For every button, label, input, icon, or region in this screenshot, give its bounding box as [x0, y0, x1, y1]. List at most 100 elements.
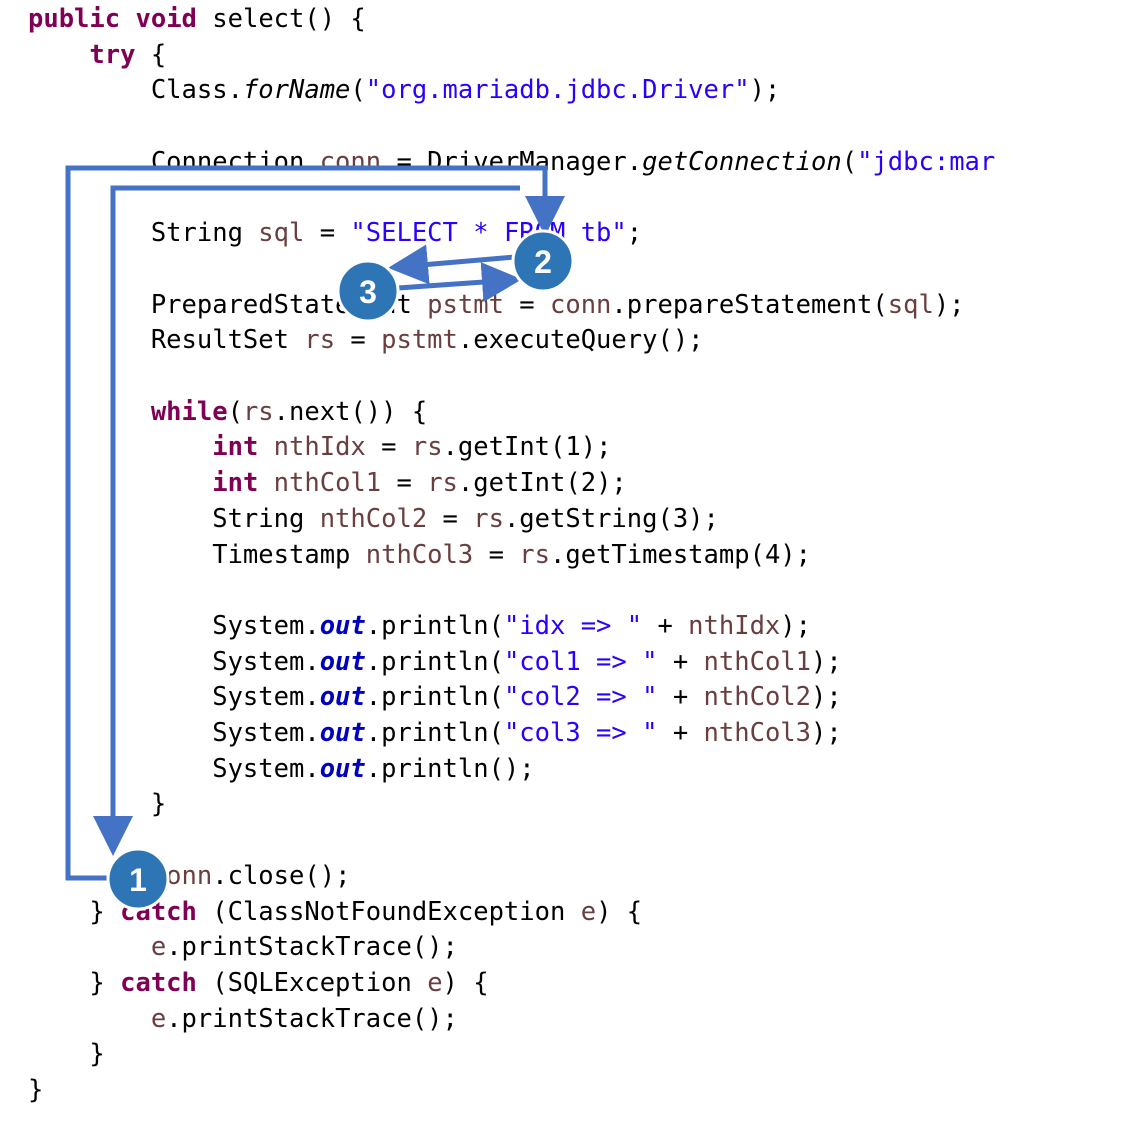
code-token: sql	[887, 289, 934, 320]
code-token: nthCol3	[703, 718, 811, 748]
code-token: out	[319, 610, 366, 641]
code-line: }	[28, 1073, 43, 1109]
code-token: sql	[258, 218, 305, 249]
code-token: "jdbc:mar	[857, 146, 996, 177]
code-token: .println(	[365, 646, 504, 677]
code-token: .println();	[365, 753, 535, 784]
inner-flow-arrow	[93, 185, 520, 856]
code-line: System.out.println();	[28, 752, 535, 788]
code-token: conn	[319, 146, 382, 177]
code-line: conn.close();	[28, 859, 351, 895]
badge-2-label: 2	[534, 244, 552, 280]
code-token: while	[150, 396, 228, 427]
code-token: );	[811, 646, 842, 677]
arrow-2-to-3	[388, 244, 516, 285]
code-token: "idx => "	[503, 610, 643, 641]
code-token: out	[319, 682, 366, 713]
code-token: +	[657, 682, 704, 713]
code-token: forName	[242, 75, 351, 106]
code-token: int	[212, 468, 259, 499]
code-line: int nthIdx = rs.getInt(1);	[28, 430, 611, 466]
code-token: );	[811, 682, 842, 713]
code-token: =	[427, 503, 474, 534]
code-token: rs	[411, 432, 443, 463]
step-badge-1: 1	[106, 847, 170, 911]
code-token: ResultSet	[28, 325, 305, 356]
code-token: rs	[304, 325, 336, 356]
code-token: (	[841, 146, 858, 177]
code-token: .prepareStatement(	[611, 289, 888, 320]
code-token: .getString(3);	[503, 503, 719, 534]
code-line: ResultSet rs = pstmt.executeQuery();	[28, 323, 704, 359]
code-token: .getTimestamp(4);	[550, 539, 812, 570]
code-line: } catch (ClassNotFoundException e) {	[28, 895, 642, 931]
code-token: Timestamp	[28, 539, 366, 570]
code-token: "col3 => "	[503, 718, 658, 748]
code-token: int	[212, 432, 259, 463]
code-token: "org.mariadb.jdbc.Driver"	[365, 75, 750, 106]
code-token: .getInt(1);	[442, 432, 612, 463]
code-line: while(rs.next()) {	[28, 395, 427, 431]
code-line: } catch (SQLException e) {	[28, 966, 489, 1002]
code-token: e	[150, 1003, 167, 1034]
code-token: .printStackTrace();	[166, 932, 458, 963]
code-line: String nthCol2 = rs.getString(3);	[28, 502, 719, 538]
code-token: +	[657, 646, 704, 677]
step-badge-2: 2	[511, 229, 575, 293]
code-token: rs	[242, 396, 274, 427]
code-token: ;	[626, 218, 643, 249]
code-token: ) {	[596, 896, 643, 927]
code-token: =	[335, 325, 382, 356]
code-token: .println(	[365, 682, 504, 713]
code-line: System.out.println("col3 => " + nthCol3)…	[28, 716, 842, 752]
code-token: .getInt(2);	[457, 468, 627, 499]
code-token: nthCol3	[365, 539, 474, 570]
code-token: .println(	[365, 610, 504, 641]
code-token: +	[642, 610, 689, 641]
code-line: e.printStackTrace();	[28, 1002, 458, 1038]
code-token: = DriverManager.	[381, 146, 643, 177]
code-line: Connection conn = DriverManager.getConne…	[28, 145, 995, 181]
code-token: ) {	[442, 967, 489, 998]
code-token: e	[150, 932, 167, 963]
code-line: e.printStackTrace();	[28, 930, 458, 966]
code-token: String	[28, 503, 320, 534]
code-token: =	[503, 289, 550, 320]
code-token: rs	[519, 539, 551, 570]
code-token: select() {	[196, 4, 366, 34]
code-token: {	[135, 39, 167, 70]
code-token: pstmt	[381, 325, 458, 356]
code-line: System.out.println("idx => " + nthIdx);	[28, 609, 811, 645]
code-token: .next()) {	[273, 396, 428, 427]
code-token: (SQLException	[196, 967, 428, 998]
code-token: e	[580, 896, 597, 927]
code-line: }	[28, 787, 166, 823]
code-line: Timestamp nthCol3 = rs.getTimestamp(4);	[28, 538, 811, 574]
code-line: int nthCol1 = rs.getInt(2);	[28, 466, 627, 502]
code-token: +	[657, 718, 704, 748]
code-token: out	[319, 718, 366, 748]
code-token: "col2 => "	[503, 682, 658, 713]
code-token: .executeQuery();	[457, 325, 704, 356]
code-token: =	[381, 468, 428, 499]
code-token: e	[427, 967, 443, 998]
code-token: .println(	[365, 718, 504, 748]
badge-3-label: 3	[359, 274, 377, 310]
code-token: System.	[28, 682, 320, 713]
code-token: catch	[120, 967, 197, 998]
code-token: .printStackTrace();	[166, 1003, 458, 1034]
outer-flow-arrow	[65, 165, 565, 881]
code-token: =	[365, 432, 412, 463]
code-token: System.	[28, 646, 320, 677]
code-token: void	[135, 4, 197, 34]
code-line: Class.forName("org.mariadb.jdbc.Driver")…	[28, 73, 780, 109]
flow-arrows	[65, 165, 565, 881]
code-token: rs	[473, 503, 504, 534]
code-token: }	[28, 1039, 105, 1070]
code-token: getConnection	[642, 146, 842, 177]
code-token: );	[933, 289, 965, 320]
code-token: }	[28, 967, 121, 998]
code-token: nthCol2	[319, 503, 428, 534]
code-token: nthCol2	[703, 682, 811, 713]
code-token: (	[350, 75, 366, 106]
